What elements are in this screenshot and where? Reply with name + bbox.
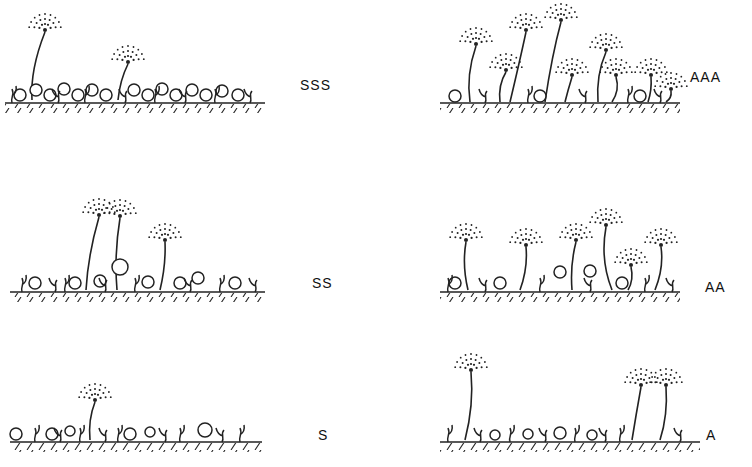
panel-label: S	[318, 428, 328, 442]
panel-label: A	[706, 428, 716, 442]
panel-label: SS	[312, 276, 333, 290]
panel-label: AA	[705, 280, 726, 294]
panel-label: AAA	[690, 70, 721, 84]
panel-label: SSS	[300, 78, 331, 92]
